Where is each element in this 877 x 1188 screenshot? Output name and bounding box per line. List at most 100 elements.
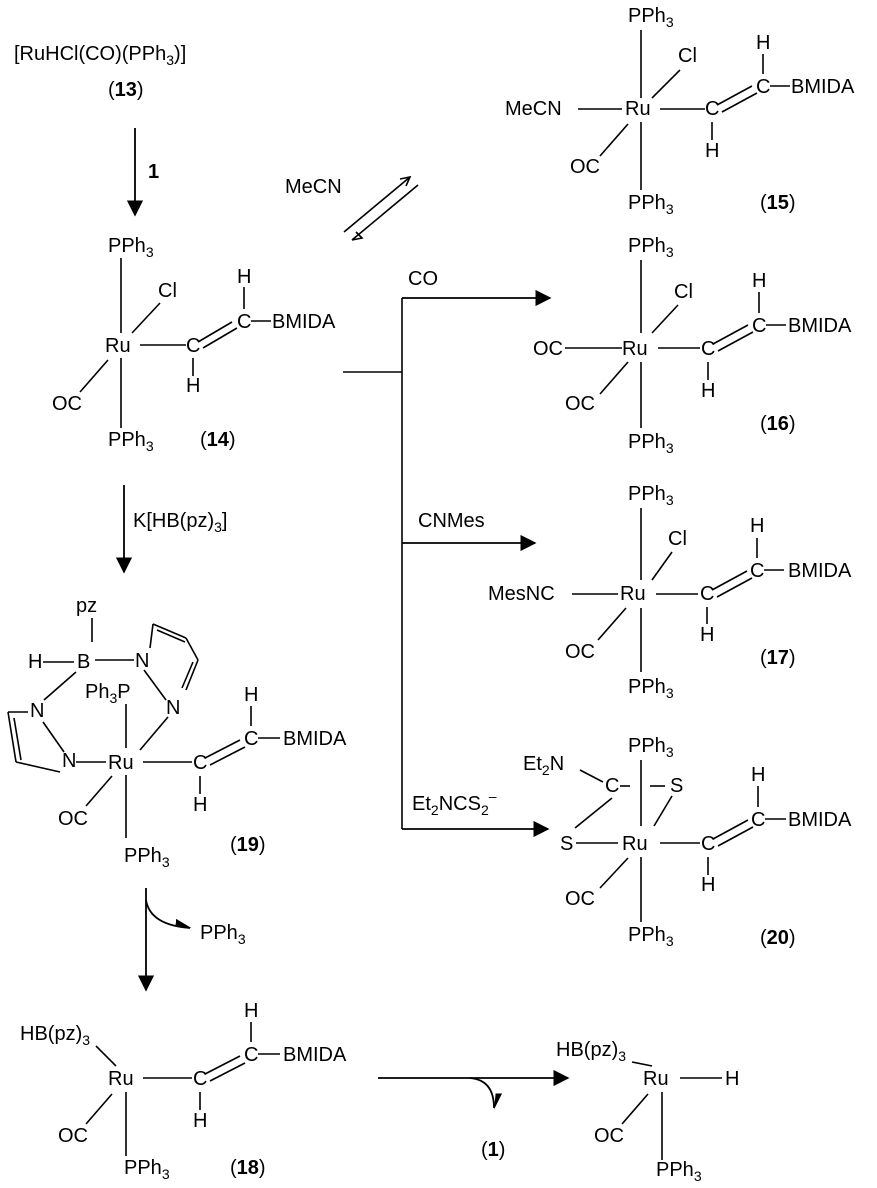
ligand-pph3-bottom: PPh3 (628, 924, 674, 949)
metal-ru: Ru (105, 335, 131, 357)
vinyl-h-beta: H (244, 684, 258, 706)
ligand-mesnc: MesNC (488, 583, 555, 605)
ligand-pph3-top: PPh3 (628, 483, 674, 508)
bmida-group: BMIDA (283, 1044, 347, 1066)
compound-19-number: (19) (230, 834, 266, 856)
bmida-group: BMIDA (283, 728, 347, 750)
vinyl-h-alpha: H (186, 375, 200, 397)
compound-18-number: (18) (230, 1157, 266, 1179)
ligand-pph3-top: PPh3 (628, 235, 674, 260)
hydride-h: H (725, 1068, 739, 1090)
ligand-pph3-bottom: PPh3 (628, 676, 674, 701)
ligand-co: OC (594, 1125, 624, 1147)
branch-arrows: CO CNMes Et2NCS2– (343, 268, 552, 838)
metal-ru: Ru (622, 833, 648, 855)
ligand-s-upper: S (670, 775, 683, 797)
vinyl-h-beta: H (752, 270, 766, 292)
vinyl-h-alpha: H (193, 794, 207, 816)
ligand-pph3: PPh3 (124, 1157, 170, 1182)
compound-19: pz H B N N N N Ph3P Ru OC PPh3 (19) (7, 595, 347, 870)
boron-b: B (77, 651, 90, 673)
vinyl-h-beta: H (751, 764, 765, 786)
arrow-13-to-14: 1 (126, 128, 159, 217)
reagent-kbpz: K[HB(pz)3] (133, 510, 227, 535)
vinyl-h-alpha: H (701, 874, 715, 896)
bmida-group: BMIDA (791, 76, 855, 98)
vinyl-c-beta: C (244, 1044, 258, 1066)
ligand-pph3-top: PPh3 (628, 735, 674, 760)
pz-left-n1: N (30, 700, 44, 722)
equilibrium-14-15: MeCN (285, 175, 419, 241)
ligand-et2n: Et2N (523, 753, 564, 778)
byproduct-pph3: PPh3 (200, 922, 246, 947)
ligand-pph3-bottom: PPh3 (628, 192, 674, 217)
compound-13-number: (13) (108, 79, 144, 101)
ligand-pph3-bottom: PPh3 (124, 845, 170, 870)
boron-h: H (28, 651, 42, 673)
arrow-19-to-18: PPh3 (137, 888, 246, 992)
ligand-cl: Cl (678, 45, 697, 67)
reagent-dithiocarbamate: Et2NCS2– (412, 788, 497, 818)
compound-13: [RuHCl(CO)(PPh3)] (13) (14, 43, 186, 101)
ligand-ph3p: Ph3P (85, 681, 131, 706)
pz-left-n2: N (62, 750, 76, 772)
ligand-cl: Cl (158, 280, 177, 302)
ligand-co: OC (565, 393, 595, 415)
bmida-group: BMIDA (272, 311, 336, 333)
compound-13-formula: [RuHCl(CO)(PPh3)] (14, 43, 186, 68)
ligand-co: OC (570, 156, 600, 178)
vinyl-c-alpha: C (705, 98, 719, 120)
compound-20: PPh3 Et2N C S S Ru OC PPh3 (20) C C BMID… (523, 735, 852, 949)
compound-15-number: (15) (760, 192, 796, 214)
ligand-pph3-top: PPh3 (108, 235, 154, 260)
vinyl-h-beta: H (237, 266, 251, 288)
compound-16-number: (16) (760, 413, 796, 435)
metal-ru: Ru (622, 338, 648, 360)
metal-ru: Ru (620, 583, 646, 605)
ligand-cl: Cl (674, 281, 693, 303)
compound-16: PPh3 Cl OC Ru OC PPh3 (16) C C BMIDA H H (533, 235, 852, 456)
bmida-group: BMIDA (788, 809, 852, 831)
ligand-pph3-bottom: PPh3 (108, 429, 154, 454)
pz-right-n2: N (166, 697, 180, 719)
arrow-18-to-hydride: (1) (378, 1069, 570, 1161)
ligand-cl: Cl (668, 528, 687, 550)
vinyl-c-alpha: C (700, 583, 714, 605)
reagent-cnmes: CNMes (418, 510, 485, 532)
compound-17-number: (17) (760, 647, 796, 669)
ligand-pph3-bottom: PPh3 (628, 431, 674, 456)
ligand-pph3-top: PPh3 (628, 5, 674, 30)
vinyl-h-beta: H (244, 1000, 258, 1022)
vinyl-h-beta: H (750, 515, 764, 537)
vinyl-h-alpha: H (705, 140, 719, 162)
vinyl-c-beta: C (244, 728, 258, 750)
compound-20-number: (20) (760, 927, 796, 949)
metal-ru: Ru (108, 1068, 134, 1090)
vinyl-c-alpha: C (193, 1068, 207, 1090)
reagent-co: CO (408, 268, 438, 290)
metal-ru: Ru (108, 752, 134, 774)
compound-14-number: (14) (200, 429, 236, 451)
vinyl-c-beta: C (752, 315, 766, 337)
ligand-mecn: MeCN (505, 98, 562, 120)
ligand-co-trans: OC (533, 338, 563, 360)
vinyl-c-alpha: C (701, 338, 715, 360)
compound-14: PPh3 Cl Ru OC PPh3 (14) C C BMIDA H H (52, 235, 336, 454)
bmida-group: BMIDA (788, 315, 852, 337)
vinyl-c-alpha: C (193, 752, 207, 774)
vinyl-h-alpha: H (701, 380, 715, 402)
dtc-carbon: C (605, 775, 619, 797)
arrow-14-to-19: K[HB(pz)3] (115, 485, 227, 574)
compound-18: HB(pz)3 Ru OC PPh3 (18) C C BMIDA H H (20, 1000, 347, 1182)
ligand-co: OC (58, 1125, 88, 1147)
vinyl-c-beta: C (237, 311, 251, 333)
compound-17: PPh3 Cl MesNC Ru OC PPh3 (17) C C BMIDA … (488, 483, 852, 701)
ligand-co: OC (58, 808, 88, 830)
vinyl-h-alpha: H (193, 1110, 207, 1132)
vinyl-h-beta: H (756, 32, 770, 54)
ligand-co: OC (52, 393, 82, 415)
vinyl-c-alpha: C (186, 335, 200, 357)
bmida-group: BMIDA (788, 560, 852, 582)
